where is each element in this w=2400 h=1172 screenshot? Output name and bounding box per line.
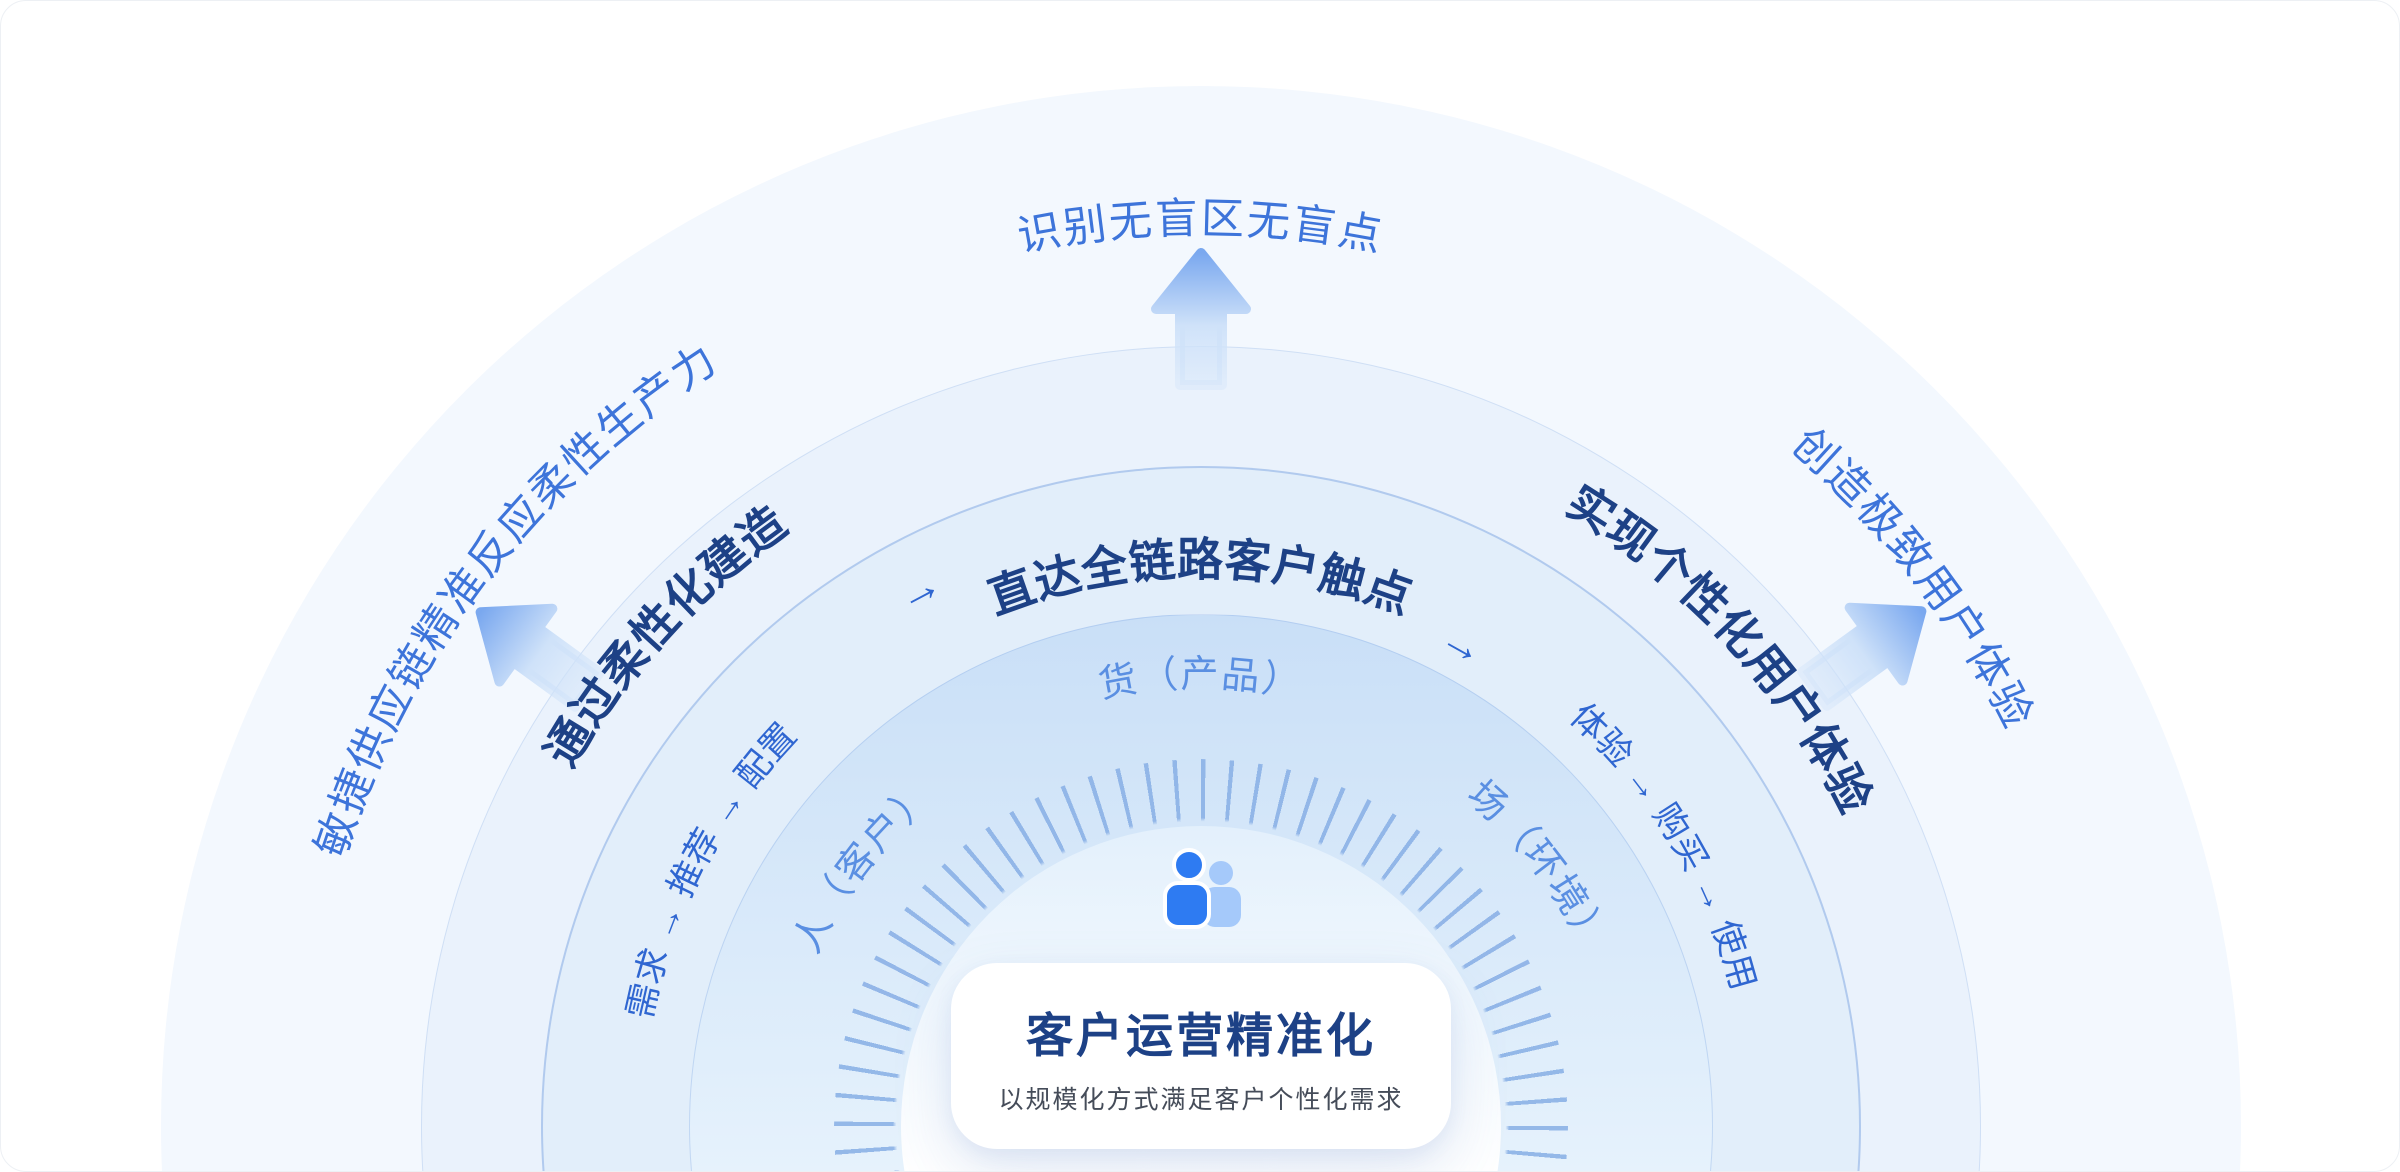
flow-connector-arrow-left-icon: → <box>888 558 950 622</box>
up-arrow-icon <box>1156 253 1246 385</box>
flow-connector-arrow-right-icon: → <box>1432 612 1494 676</box>
center-card-subtitle: 以规模化方式满足客户个性化需求 <box>998 1085 1404 1114</box>
team-icon <box>1163 848 1241 929</box>
mid-label-top: 直达全链路客户触点 <box>981 533 1420 624</box>
center-card: 客户运营精准化 以规模化方式满足客户个性化需求 <box>951 963 1451 1149</box>
flow-left-steps: 需求 → 推荐 → 配置 <box>620 715 804 1022</box>
inner-label-top: 货（产品） <box>1095 654 1306 707</box>
mid-label-left: 通过柔性化建造 <box>534 495 797 775</box>
inner-label-left: 人（客户） <box>786 773 943 960</box>
inner-label-right: 场（环境） <box>1459 773 1616 960</box>
center-card-title: 客户运营精准化 <box>1026 1008 1376 1062</box>
